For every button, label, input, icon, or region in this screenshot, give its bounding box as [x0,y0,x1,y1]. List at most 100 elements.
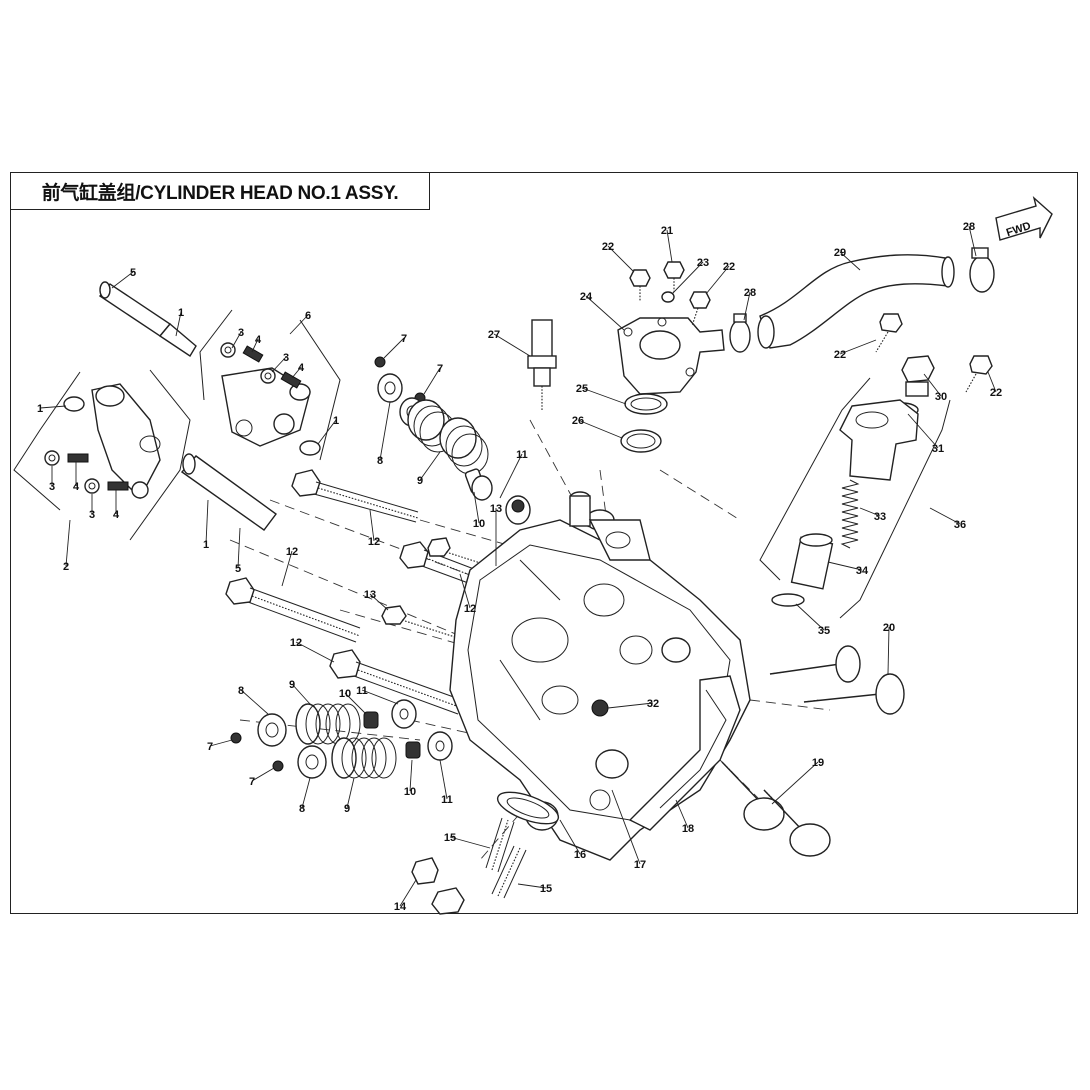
leader-line [399,879,417,907]
gasket-16 [496,791,560,825]
spring-seat-11-upper-a [471,475,493,501]
spring-seat-11-upper-b [505,495,531,525]
leader-line [907,413,939,449]
valve-spring-9-lower-a [295,703,361,745]
rocker-arm-assembly-6 [221,367,311,447]
callout-27: 27 [488,329,500,341]
callout-7: 7 [401,333,407,345]
callout-4: 4 [73,481,80,493]
callout-layer: 1111233334444556777788899910101011111112… [37,221,1002,913]
temperature-sensor [527,319,557,410]
leader-line [859,507,881,517]
hose-clamp-upper [969,247,995,293]
callout-19: 19 [812,757,824,769]
callout-1: 1 [178,307,184,319]
leader-line [743,291,751,321]
adjust-nut-3-c [220,342,236,358]
tensioner-plug [901,355,935,397]
callout-1: 1 [203,539,209,551]
head-bolt-12-c [225,577,361,643]
callout-9: 9 [417,475,423,487]
leader-line [291,366,302,379]
adjust-screw-4-a [67,453,89,463]
callout-35: 35 [818,625,830,637]
leader-line [987,371,997,393]
side-cover-18 [628,675,741,831]
leader-line [231,331,242,349]
callout-22: 22 [723,261,735,273]
leader-line [419,451,441,481]
leader-line [409,759,413,792]
page-title: 前气缸盖组/CYLINDER HEAD NO.1 ASSY. [41,182,399,204]
leader-line [499,453,523,499]
callout-3: 3 [283,352,289,364]
leader-line [585,295,625,331]
adjust-screw-4-c [242,345,264,363]
leader-line [291,683,311,705]
tensioner-spring [840,479,860,549]
callout-21: 21 [661,225,673,237]
callout-13: 13 [490,503,502,515]
callout-34: 34 [856,565,869,577]
nut-14-b [431,887,465,915]
callout-36: 36 [954,519,966,531]
valve-19-a [721,761,785,831]
callout-32: 32 [647,698,659,710]
spring-seat-11-lower-a [391,699,417,729]
callout-33: 33 [874,511,886,523]
valve-spring-9-lower-b [331,737,397,779]
callout-4: 4 [298,362,305,374]
callout-8: 8 [299,803,305,815]
callout-31: 31 [932,443,944,455]
leader-line [237,527,241,569]
o-ring-1-right [299,440,321,456]
bracket-6-left [199,309,233,401]
drawing-frame [10,172,1078,914]
callout-7: 7 [437,363,443,375]
callout-26: 26 [572,415,584,427]
callout-3: 3 [238,327,244,339]
leader-line [301,777,311,809]
leader-line [289,314,309,335]
valve-19-b [763,789,831,857]
leader-line [666,229,673,263]
leader-line [493,333,531,357]
callout-10: 10 [473,518,485,530]
leader-line [968,225,977,257]
callout-16: 16 [574,849,586,861]
spring-retainer-8-lower-b [297,745,327,779]
leader-line [607,245,635,273]
bolt-22-left [629,269,651,302]
cylinder-head-body [449,491,751,861]
callout-11: 11 [356,685,368,697]
callout-24: 24 [580,291,593,303]
leader-line [705,265,730,295]
callout-22: 22 [990,387,1002,399]
leader-line [281,550,293,587]
head-bolt-12-d [329,649,463,715]
bracket-36-left [759,377,871,581]
callout-7: 7 [249,776,255,788]
leader-line [607,702,654,709]
callout-10: 10 [404,786,416,798]
bracket-6-right [299,319,341,461]
bolt-13-a [427,537,497,569]
bracket-36-right [839,399,951,619]
leader-line [771,761,819,805]
leader-line [559,819,581,855]
adjust-nut-3-d [260,368,276,384]
hose-clamp-lower [729,313,751,353]
leader-line [423,367,441,395]
leader-line [251,338,259,353]
spring-retainer-8-lower-a [257,713,287,747]
adjust-screw-4-b [107,481,129,491]
leader-line [611,789,641,865]
leader-line [317,419,337,445]
rocker-shaft-5-bottom [180,453,277,531]
leader-line [111,271,134,289]
gasket-35 [771,593,805,607]
callout-30: 30 [935,391,947,403]
leader-line [577,419,623,439]
leader-line [449,836,491,849]
